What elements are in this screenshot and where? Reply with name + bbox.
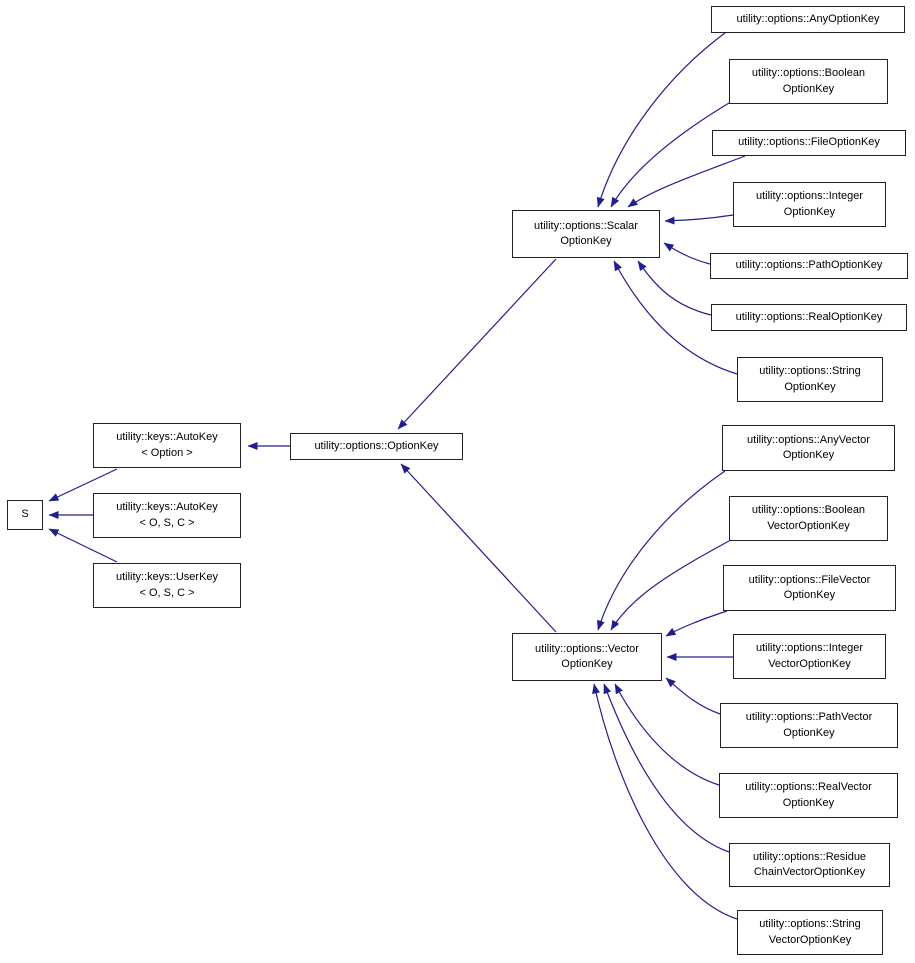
node-boolean-vector-option-key[interactable]: utility::options::Boolean VectorOptionKe…	[729, 496, 888, 541]
node-integer-option-key[interactable]: utility::options::Integer OptionKey	[733, 182, 886, 227]
edge-file-to-scalar	[627, 155, 746, 208]
edge-realvector-to-vector	[614, 683, 720, 786]
edge-userkey-osc-to-s	[48, 528, 118, 563]
node-integer-vector-option-key[interactable]: utility::options::Integer VectorOptionKe…	[733, 634, 886, 679]
edge-integer-to-scalar	[664, 214, 734, 225]
edge-vector-to-optionkey	[400, 463, 557, 633]
node-any-option-key[interactable]: utility::options::AnyOptionKey	[711, 6, 905, 33]
edge-boolean-to-scalar	[610, 102, 730, 208]
node-any-vector-option-key[interactable]: utility::options::AnyVector OptionKey	[722, 425, 895, 471]
edge-filevector-to-vector	[665, 610, 728, 637]
edge-string-to-scalar	[613, 260, 738, 375]
edge-any-to-scalar	[596, 32, 726, 208]
edge-real-to-scalar	[637, 260, 712, 316]
node-s[interactable]: S	[7, 500, 43, 530]
node-string-option-key[interactable]: utility::options::String OptionKey	[737, 357, 883, 402]
node-keys-autokey-option[interactable]: utility::keys::AutoKey < Option >	[93, 423, 241, 468]
node-file-option-key[interactable]: utility::options::FileOptionKey	[712, 130, 906, 156]
edge-residuechain-to-vector	[603, 683, 730, 853]
node-real-option-key[interactable]: utility::options::RealOptionKey	[711, 304, 907, 331]
edge-autokey-option-to-s	[48, 468, 118, 502]
node-boolean-option-key[interactable]: utility::options::Boolean OptionKey	[729, 59, 888, 104]
edge-booleanvector-to-vector	[610, 540, 730, 631]
edge-anyvector-to-vector	[597, 470, 726, 631]
node-file-vector-option-key[interactable]: utility::options::FileVector OptionKey	[723, 565, 896, 611]
node-keys-autokey-osc[interactable]: utility::keys::AutoKey < O, S, C >	[93, 493, 241, 538]
edge-path-to-scalar	[663, 242, 711, 265]
node-option-key[interactable]: utility::options::OptionKey	[290, 433, 463, 460]
edge-scalar-to-optionkey	[397, 258, 557, 430]
node-path-option-key[interactable]: utility::options::PathOptionKey	[710, 253, 908, 279]
node-scalar-option-key[interactable]: utility::options::Scalar OptionKey	[512, 210, 660, 258]
node-real-vector-option-key[interactable]: utility::options::RealVector OptionKey	[719, 773, 898, 818]
node-keys-userkey-osc[interactable]: utility::keys::UserKey < O, S, C >	[93, 563, 241, 608]
edge-pathvector-to-vector	[665, 677, 721, 715]
node-residue-chain-vector-option-key[interactable]: utility::options::Residue ChainVectorOpt…	[729, 843, 890, 887]
node-string-vector-option-key[interactable]: utility::options::String VectorOptionKey	[737, 910, 883, 955]
node-vector-option-key[interactable]: utility::options::Vector OptionKey	[512, 633, 662, 681]
edge-stringvector-to-vector	[592, 683, 738, 920]
node-path-vector-option-key[interactable]: utility::options::PathVector OptionKey	[720, 703, 898, 748]
